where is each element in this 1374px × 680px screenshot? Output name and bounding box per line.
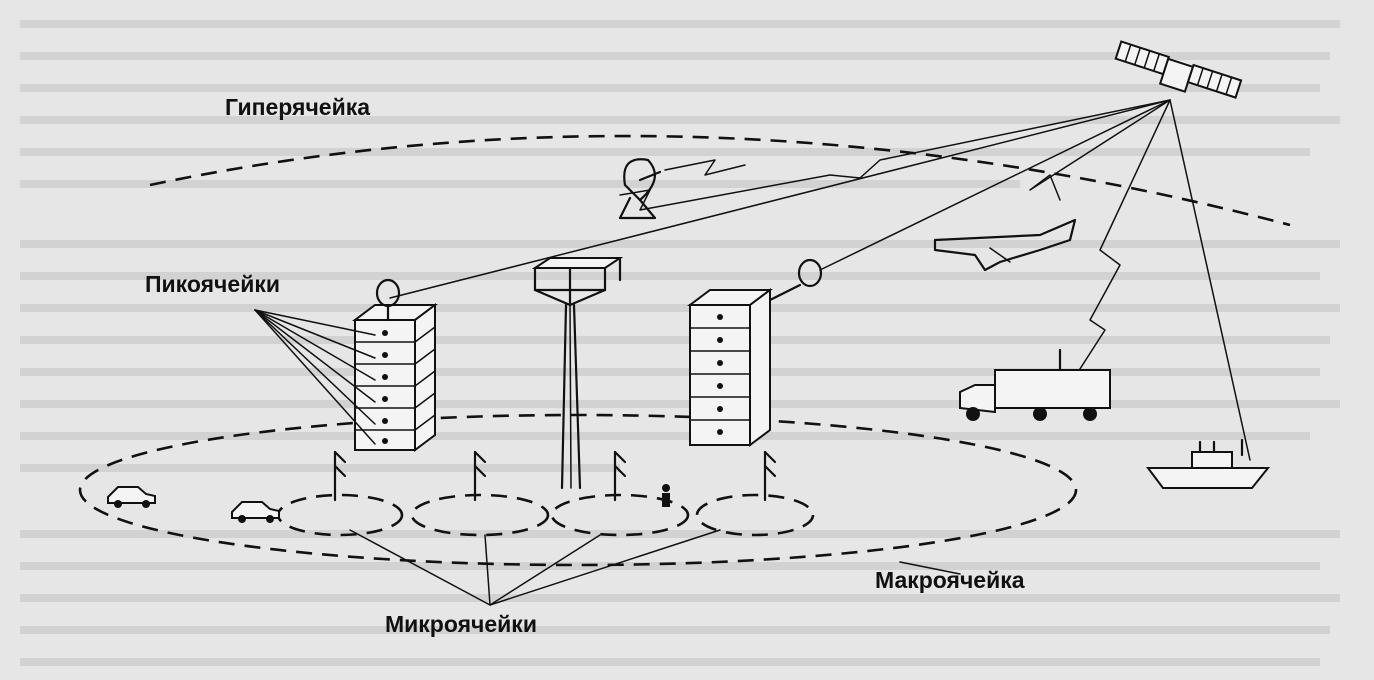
pico-building-left (352, 278, 438, 452)
airplane-icon (933, 218, 1077, 272)
macrocell-label: Макроячейка (875, 567, 1025, 593)
picocells-label: Пикоячейки (145, 271, 280, 297)
hypercell-boundary (149, 134, 1291, 227)
ship-icon (1146, 438, 1271, 489)
car-icon (107, 486, 156, 508)
micro-antennas (333, 450, 777, 502)
pico-pointer-lines (254, 309, 376, 445)
central-tower-icon (531, 256, 624, 490)
micro-pointer-lines (349, 529, 721, 606)
hypercell-label: Гиперячейка (225, 94, 370, 120)
car-icon (231, 501, 280, 523)
truck-icon (959, 348, 1111, 421)
satellite-icon (1114, 40, 1243, 99)
person-icon (662, 484, 670, 507)
pico-building-right (687, 258, 823, 447)
macrocell-pointer (899, 561, 961, 575)
microcells-label: Микроячейки (385, 611, 537, 637)
ground-dish-icon (618, 158, 746, 220)
